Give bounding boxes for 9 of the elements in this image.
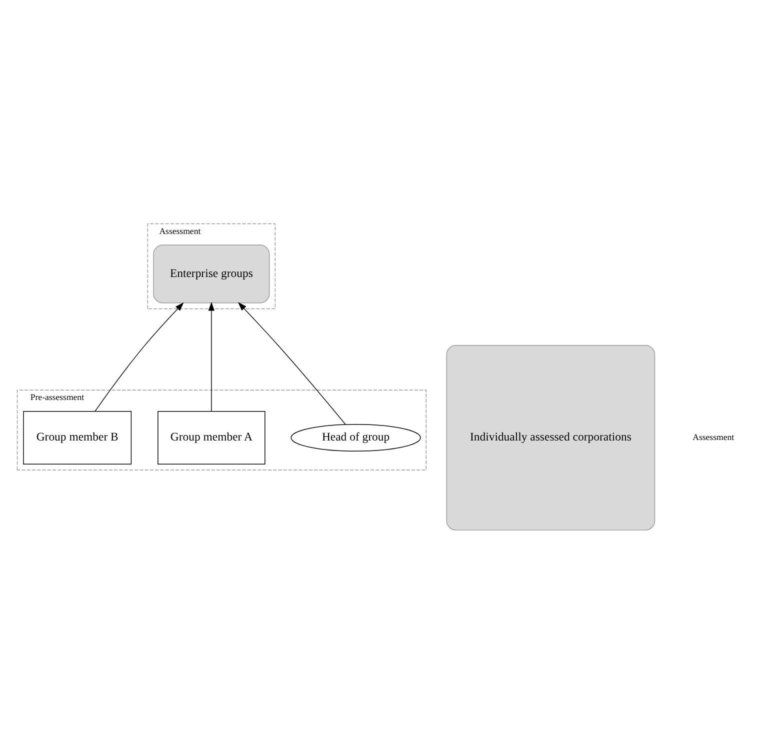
node-ellipse: Head of group (290, 424, 421, 451)
node-box: Individually assessed corporations (446, 344, 656, 530)
arrow (238, 302, 346, 424)
label: Assessment (692, 432, 734, 442)
node-box: Group member A (158, 410, 266, 464)
node-box: Group member B (23, 410, 132, 464)
arrow (94, 302, 184, 412)
node-box: Enterprise groups (153, 244, 270, 303)
arrow (208, 301, 215, 412)
